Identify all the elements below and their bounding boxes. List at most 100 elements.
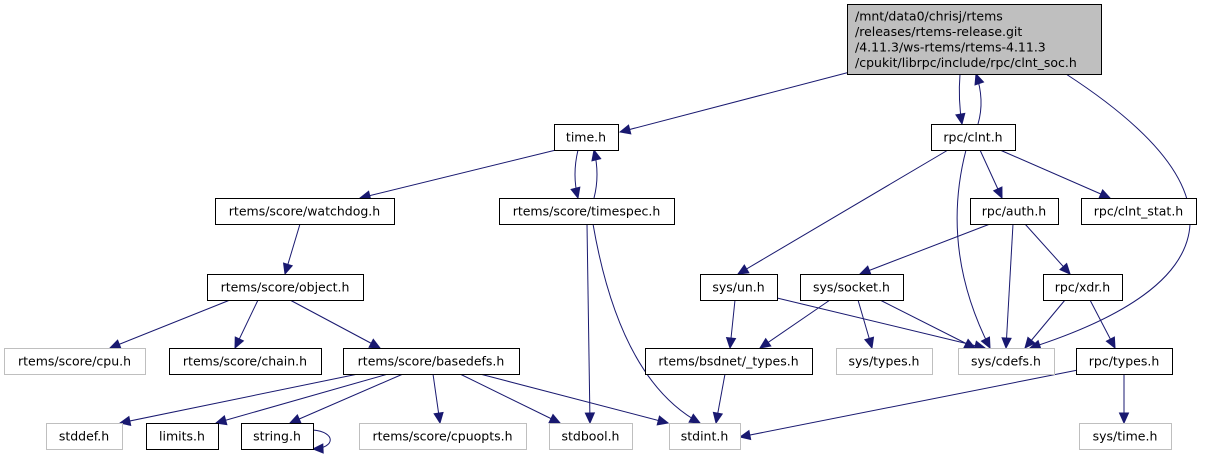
arrowhead-icon [858, 265, 872, 276]
node-limits-h[interactable]: limits.h [146, 423, 219, 450]
edge-rpc_xdr_h-to-sys_cdefs_h [1024, 299, 1066, 349]
arrowhead-icon [282, 262, 294, 276]
node-box [1079, 423, 1172, 450]
arrowhead-icon [712, 411, 724, 425]
edge-rpc_clnt_h-to-sys_cdefs_h [956, 149, 991, 350]
edge-line [359, 149, 557, 199]
node-label: sys/un.h [712, 280, 764, 295]
node-label: rtems/score/timespec.h [513, 204, 661, 219]
node-box [549, 423, 633, 450]
arrowhead-icon [1024, 336, 1036, 349]
node-sys-cdefs-h: sys/cdefs.h [958, 348, 1055, 375]
edge-basedefs_h-to-limits_h [214, 373, 389, 426]
edge-line [289, 373, 404, 424]
node-label: /mnt/data0/chrisj/rtems [855, 8, 1003, 23]
node-box [46, 423, 123, 450]
node-rpc-types-h[interactable]: rpc/types.h [1076, 348, 1173, 375]
edge-line [1024, 223, 1071, 275]
arrowhead-icon [234, 336, 245, 350]
edge-timespec_h-to-time_h [591, 148, 602, 199]
node-time-h[interactable]: time.h [554, 124, 619, 151]
node-box [970, 198, 1059, 225]
edge-sys_un_h-to-bsdnet_types_h [725, 299, 737, 350]
node-box [169, 348, 322, 375]
edge-line [739, 369, 1079, 438]
edge-line [1005, 223, 1014, 349]
node-box [931, 124, 1016, 151]
edge-object_h-to-cpu_h [108, 299, 231, 349]
node-box [1076, 348, 1173, 375]
node-box [4, 348, 146, 375]
node-box [847, 4, 1102, 75]
arrowhead-icon [1098, 188, 1112, 199]
edge-rpc_xdr_h-to-rpc_types_h [1089, 299, 1116, 350]
arrowhead-icon [311, 443, 324, 454]
node-label: sys/socket.h [813, 280, 890, 295]
node-sys-time-h: sys/time.h [1079, 423, 1172, 450]
arrowhead-icon [584, 412, 596, 425]
node-sys-un-h[interactable]: sys/un.h [700, 274, 778, 301]
node-root[interactable]: /mnt/data0/chrisj/rtems/releases/rtems-r… [847, 4, 1102, 75]
node-box [800, 274, 904, 301]
node-label: rtems/bsdnet/_types.h [658, 354, 798, 369]
node-rpc-clnt-stat-h[interactable]: rpc/clnt_stat.h [1081, 198, 1197, 225]
arrowhead-icon [1059, 262, 1071, 275]
edge-line [999, 149, 1111, 199]
node-sys-types-h: sys/types.h [836, 348, 933, 375]
edge-rpc_clnt_h-to-root [974, 72, 985, 125]
node-rpc-xdr-h[interactable]: rpc/xdr.h [1043, 274, 1123, 301]
arrowhead-icon [736, 264, 750, 275]
node-sys-socket-h[interactable]: sys/socket.h [800, 274, 904, 301]
node-object-h[interactable]: rtems/score/object.h [207, 274, 364, 301]
edge-line [737, 149, 949, 275]
edge-root-to-rpc_clnt_h [955, 73, 966, 126]
node-label: rtems/score/cpu.h [18, 354, 131, 369]
node-watchdog-h[interactable]: rtems/score/watchdog.h [215, 198, 395, 225]
node-label: stddef.h [59, 429, 109, 444]
arrowhead-icon [955, 112, 966, 126]
edge-line [759, 299, 831, 349]
edge-line [289, 299, 381, 349]
nodes-layer: /mnt/data0/chrisj/rtems/releases/rtems-r… [4, 4, 1197, 450]
arrowhead-icon [688, 413, 702, 424]
arrowhead-icon [725, 337, 737, 350]
arrowhead-icon [738, 429, 752, 441]
edge-line [592, 223, 701, 424]
edge-bsdnet_types_h-to-stdint_h [712, 373, 726, 425]
edge-rpc_clnt_h-to-rpc_clnt_stat_h [999, 149, 1112, 199]
node-basedefs-h[interactable]: rtems/score/basedefs.h [343, 348, 520, 375]
node-box [836, 348, 933, 375]
node-box [241, 423, 314, 450]
edge-basedefs_h-to-stddef_h [118, 373, 359, 427]
arrowhead-icon [963, 338, 977, 349]
node-label: sys/cdefs.h [971, 354, 1041, 369]
node-bsdnet-types-h[interactable]: rtems/bsdnet/_types.h [645, 348, 813, 375]
node-rpc-clnt-h[interactable]: rpc/clnt.h [931, 124, 1016, 151]
edge-line [619, 71, 851, 133]
edge-basedefs_h-to-string_h [288, 373, 404, 424]
node-label: rtems/score/basedefs.h [358, 354, 505, 369]
edge-line [215, 373, 389, 424]
edge-line [956, 149, 991, 349]
arrowhead-icon [992, 186, 1003, 200]
arrowhead-icon [974, 72, 985, 86]
edge-rpc_types_h-to-sys_time_h [1118, 374, 1130, 425]
edge-root-to-time_h [618, 71, 851, 135]
node-box [215, 198, 395, 225]
node-cpu-h: rtems/score/cpu.h [4, 348, 146, 375]
edge-line [776, 297, 986, 349]
edge-basedefs_h-to-stdbool_h [459, 373, 562, 424]
node-chain-h[interactable]: rtems/score/chain.h [169, 348, 322, 375]
node-box [669, 423, 741, 450]
node-box [499, 198, 675, 225]
edge-object_h-to-chain_h [234, 299, 259, 350]
arrowhead-icon [368, 338, 382, 349]
node-string-h[interactable]: string.h [241, 423, 314, 450]
node-label: sys/time.h [1093, 429, 1158, 444]
arrowhead-icon [1118, 412, 1130, 425]
edge-rpc_clnt_h-to-rpc_auth_h [979, 149, 1003, 200]
node-timespec-h[interactable]: rtems/score/timespec.h [499, 198, 675, 225]
node-label: sys/types.h [849, 354, 920, 369]
edge-rpc_types_h-to-stdint_h [738, 369, 1079, 441]
node-rpc-auth-h[interactable]: rpc/auth.h [970, 198, 1059, 225]
